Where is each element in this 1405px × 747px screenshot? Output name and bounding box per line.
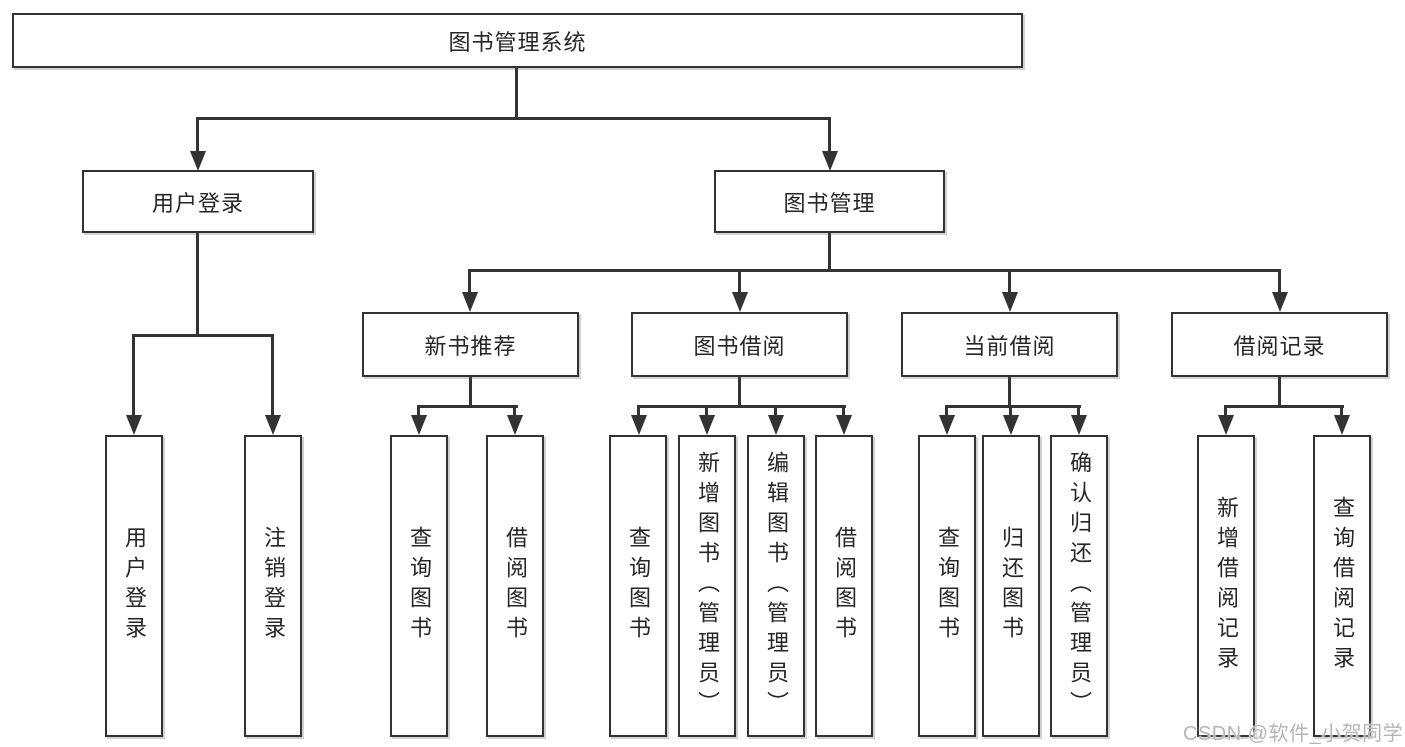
arrowhead-leaf-logout-icon	[265, 415, 281, 435]
node-current-borrow: 当前借阅	[901, 312, 1118, 377]
leaf-query-book-borrow: 查询图书	[609, 435, 667, 737]
connector-drop-query-book-borrow	[637, 405, 640, 416]
leaf-user-login: 用户登录	[105, 435, 163, 737]
leaf-confirm-return-admin: 确认归还（管理员）	[1050, 435, 1108, 737]
connector-user-login-bar	[132, 334, 274, 337]
arrowhead-return-book-icon	[1003, 415, 1019, 435]
arrowhead-borrow-book-borrow-icon	[836, 415, 852, 435]
leaf-query-book-borrow-label: 查询图书	[626, 526, 651, 646]
connector-drop-user-login	[196, 117, 199, 153]
connector-drop-query-book-recommend	[417, 405, 420, 416]
leaf-return-book: 归还图书	[982, 435, 1040, 737]
leaf-edit-book-admin: 编辑图书（管理员）	[747, 435, 805, 737]
leaf-return-book-label: 归还图书	[999, 526, 1024, 646]
arrowhead-current-borrow-icon	[1002, 292, 1018, 312]
connector-drop-book-borrow	[738, 269, 741, 293]
arrowhead-add-borrow-record-icon	[1218, 415, 1234, 435]
connector-drop-return-book	[1009, 405, 1012, 416]
leaf-add-borrow-record-label: 新增借阅记录	[1214, 496, 1239, 676]
node-current-borrow-label: 当前借阅	[963, 333, 1056, 359]
node-new-book-recommend: 新书推荐	[362, 312, 579, 377]
connector-drop-query-book-current	[945, 405, 948, 416]
leaf-add-book-admin: 新增图书（管理员）	[678, 435, 736, 737]
connector-drop-borrow-records	[1278, 269, 1281, 293]
leaf-add-borrow-record: 新增借阅记录	[1197, 435, 1255, 737]
node-root: 图书管理系统	[12, 13, 1023, 68]
connector-new-book-recommend-bar	[417, 405, 518, 408]
node-borrow-records-label: 借阅记录	[1233, 333, 1326, 359]
arrowhead-borrow-records-icon	[1272, 292, 1288, 312]
arrowhead-new-book-recommend-icon	[462, 292, 478, 312]
leaf-borrow-book-borrow-label: 借阅图书	[832, 526, 857, 646]
node-user-login: 用户登录	[82, 170, 314, 233]
arrowhead-user-login-icon	[190, 151, 206, 171]
connector-drop-edit-book-admin	[774, 405, 777, 416]
arrowhead-query-book-borrow-icon	[631, 415, 647, 435]
connector-root-bar	[196, 117, 831, 120]
arrowhead-leaf-user-login-icon	[126, 415, 142, 435]
leaf-query-book-current-label: 查询图书	[935, 526, 960, 646]
leaf-edit-book-admin-label: 编辑图书（管理员）	[764, 451, 789, 721]
leaf-query-book-recommend-label: 查询图书	[407, 526, 432, 646]
node-book-management: 图书管理	[714, 170, 945, 233]
connector-drop-confirm-return-admin	[1077, 405, 1080, 416]
connector-drop-add-borrow-record	[1224, 405, 1227, 416]
connector-drop-borrow-book-borrow	[842, 405, 845, 416]
connector-borrow-records-bar	[1224, 405, 1344, 408]
arrowhead-query-book-recommend-icon	[411, 415, 427, 435]
leaf-add-book-admin-label: 新增图书（管理员）	[695, 451, 720, 721]
leaf-query-book-recommend: 查询图书	[390, 435, 448, 737]
connector-user-login-stem	[196, 233, 199, 336]
connector-drop-borrow-book-recommend	[513, 405, 516, 416]
leaf-query-book-current: 查询图书	[918, 435, 976, 737]
node-borrow-records: 借阅记录	[1171, 312, 1388, 377]
arrowhead-add-book-admin-icon	[699, 415, 715, 435]
connector-root-stem	[515, 68, 518, 120]
connector-drop-add-book-admin	[705, 405, 708, 416]
node-book-borrow-label: 图书借阅	[693, 333, 786, 359]
connector-drop-leaf-user-login	[132, 334, 135, 416]
connector-book-management-stem	[828, 233, 831, 272]
arrowhead-edit-book-admin-icon	[768, 415, 784, 435]
connector-drop-leaf-logout	[271, 334, 274, 416]
connector-book-borrow-stem	[738, 377, 741, 408]
arrowhead-query-book-current-icon	[939, 415, 955, 435]
node-book-borrow: 图书借阅	[631, 312, 848, 377]
leaf-borrow-book-recommend: 借阅图书	[486, 435, 544, 737]
arrowhead-book-borrow-icon	[732, 292, 748, 312]
connector-drop-query-borrow-record	[1340, 405, 1343, 416]
connector-book-management-bar	[468, 269, 1281, 272]
leaf-query-borrow-record: 查询借阅记录	[1313, 435, 1371, 737]
connector-current-borrow-bar	[945, 405, 1081, 408]
leaf-borrow-book-recommend-label: 借阅图书	[503, 526, 528, 646]
connector-current-borrow-stem	[1008, 377, 1011, 408]
leaf-logout-label: 注销登录	[261, 526, 286, 646]
leaf-query-borrow-record-label: 查询借阅记录	[1330, 496, 1355, 676]
connector-book-borrow-bar	[637, 405, 846, 408]
connector-drop-book-management	[828, 117, 831, 153]
leaf-borrow-book-borrow: 借阅图书	[815, 435, 873, 737]
leaf-confirm-return-admin-label: 确认归还（管理员）	[1067, 451, 1092, 721]
arrowhead-query-borrow-record-icon	[1334, 415, 1350, 435]
node-user-login-label: 用户登录	[151, 190, 244, 216]
arrowhead-confirm-return-admin-icon	[1071, 415, 1087, 435]
leaf-logout: 注销登录	[244, 435, 302, 737]
connector-drop-current-borrow	[1008, 269, 1011, 293]
connector-drop-new-book-recommend	[468, 269, 471, 293]
connector-borrow-records-stem	[1278, 377, 1281, 408]
node-new-book-recommend-label: 新书推荐	[424, 333, 517, 359]
csdn-watermark: CSDN @软件_小贺同学	[1183, 723, 1404, 745]
node-book-management-label: 图书管理	[783, 190, 876, 216]
leaf-user-login-label: 用户登录	[122, 526, 147, 646]
node-root-label: 图书管理系统	[448, 29, 587, 55]
arrowhead-book-management-icon	[822, 151, 838, 171]
connector-new-book-recommend-stem	[469, 377, 472, 408]
arrowhead-borrow-book-recommend-icon	[507, 415, 523, 435]
